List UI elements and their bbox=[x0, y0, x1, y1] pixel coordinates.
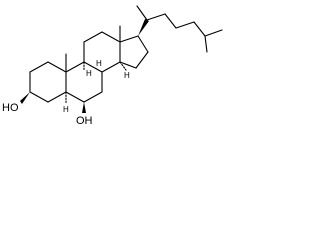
h14-bond bbox=[119, 61, 127, 71]
h-8-label: H bbox=[96, 59, 102, 68]
ring-d bbox=[119, 35, 149, 69]
ring-a bbox=[29, 61, 67, 103]
c17-wedge bbox=[138, 19, 149, 36]
h-9-label: H bbox=[86, 69, 92, 78]
h-14-label: H bbox=[124, 71, 130, 80]
hydroxyl-6-label: OH bbox=[76, 115, 93, 127]
ring-b bbox=[65, 61, 103, 103]
side-chain bbox=[136, 5, 223, 53]
hydroxyl-3-label: HO bbox=[2, 102, 19, 114]
c6-oh-wedge bbox=[82, 102, 86, 113]
ring-c bbox=[83, 31, 121, 73]
steroid-structure-diagram: HO OH H H H H bbox=[2, 5, 223, 127]
h-5-label: H bbox=[63, 105, 69, 114]
c3-oh-wedge bbox=[20, 92, 30, 104]
